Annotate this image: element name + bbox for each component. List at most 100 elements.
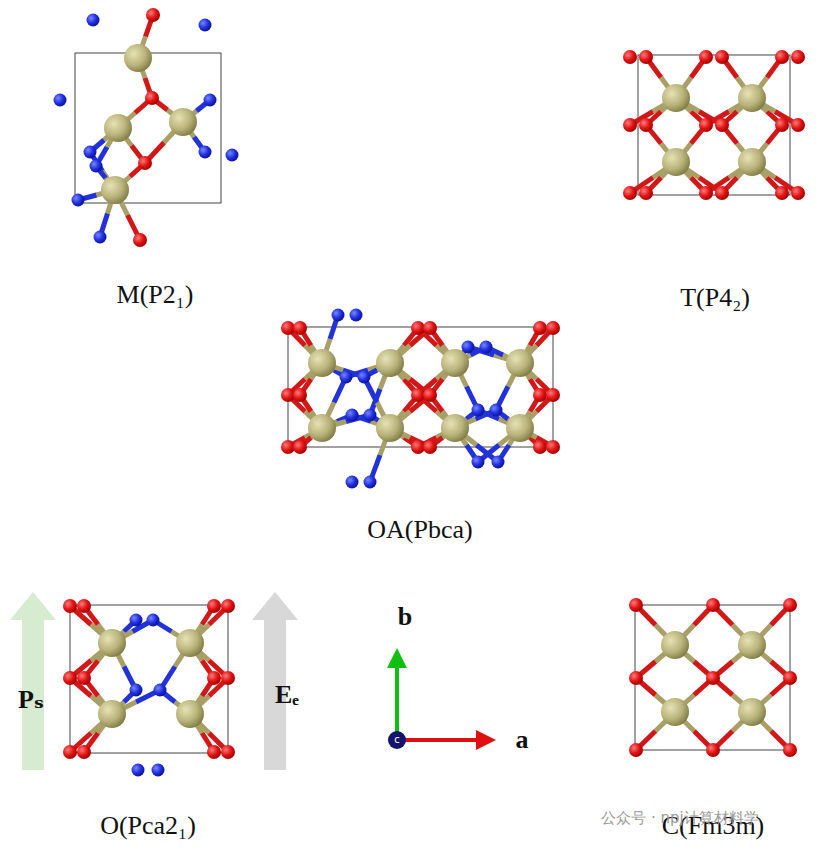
atom — [480, 341, 493, 354]
phase-label: T(P4₂) — [680, 285, 750, 311]
atom — [101, 176, 129, 204]
atom — [629, 598, 643, 612]
atom — [423, 388, 437, 402]
atom — [661, 698, 689, 726]
atom — [308, 349, 336, 377]
atom — [98, 700, 126, 728]
field-arrow — [252, 592, 298, 770]
atom — [176, 629, 204, 657]
atom — [154, 684, 167, 697]
atom — [147, 614, 160, 627]
atom — [775, 50, 789, 64]
unit-cell — [288, 327, 553, 447]
atom — [199, 146, 212, 159]
atom — [738, 148, 766, 176]
atom — [738, 631, 766, 659]
atom — [293, 321, 307, 335]
atom — [207, 599, 221, 613]
atom — [546, 321, 560, 335]
atom — [715, 50, 729, 64]
atom — [791, 186, 805, 200]
atom — [441, 349, 469, 377]
atom — [376, 349, 404, 377]
atom — [506, 349, 534, 377]
atom — [90, 160, 103, 173]
atom — [775, 118, 789, 132]
atom — [629, 671, 643, 685]
atom — [423, 321, 437, 335]
atom — [472, 404, 485, 417]
atom — [346, 476, 359, 489]
atom — [662, 148, 690, 176]
atom — [376, 414, 404, 442]
atom — [152, 764, 165, 777]
atom — [623, 186, 637, 200]
atom — [340, 371, 353, 384]
atom — [364, 409, 377, 422]
atom — [783, 598, 797, 612]
atom — [72, 194, 85, 207]
c-axis — [388, 731, 406, 749]
atom — [63, 745, 77, 759]
atom — [533, 440, 547, 454]
atom — [639, 186, 653, 200]
atom — [791, 50, 805, 64]
polarization-arrow — [10, 592, 56, 770]
atom — [411, 388, 425, 402]
atom — [104, 114, 132, 142]
atom — [281, 440, 295, 454]
atom — [54, 94, 67, 107]
atom — [783, 671, 797, 685]
phase-label: M(P2₁) — [117, 282, 194, 308]
atom — [199, 19, 212, 32]
watermark: 公众号 · npj计算材料学 — [601, 811, 759, 826]
atom — [145, 91, 159, 105]
axis-label: c — [394, 735, 400, 745]
unit-cell — [70, 605, 228, 753]
atom — [462, 341, 475, 354]
atom — [775, 186, 789, 200]
atom — [639, 118, 653, 132]
atom — [411, 440, 425, 454]
atom — [146, 8, 160, 22]
atom — [423, 440, 437, 454]
atom — [308, 414, 336, 442]
atom — [791, 118, 805, 132]
atom — [84, 146, 97, 159]
axis-label: a — [516, 727, 529, 753]
atom — [124, 44, 152, 72]
atom — [629, 743, 643, 757]
atom — [699, 50, 713, 64]
axis-label: b — [398, 604, 412, 630]
atom — [706, 671, 720, 685]
atom — [77, 745, 91, 759]
atom — [130, 614, 143, 627]
atom — [661, 631, 689, 659]
atom — [346, 409, 359, 422]
atom — [281, 321, 295, 335]
atom — [699, 186, 713, 200]
atom — [706, 743, 720, 757]
atom — [281, 388, 295, 402]
atom — [176, 700, 204, 728]
atom — [94, 231, 107, 244]
phase-label: O(Pca2₁) — [100, 813, 196, 839]
atom — [133, 233, 147, 247]
atom — [226, 149, 239, 162]
unit-cell — [635, 605, 790, 750]
atom — [207, 745, 221, 759]
atom — [546, 388, 560, 402]
atom — [441, 414, 469, 442]
atom — [490, 404, 503, 417]
atom — [293, 388, 307, 402]
field-label: Eₑ — [275, 682, 299, 708]
atom — [358, 371, 371, 384]
atom — [699, 118, 713, 132]
unit-cell — [638, 55, 790, 195]
atom — [662, 84, 690, 112]
atom — [169, 108, 197, 136]
atom — [623, 118, 637, 132]
polarization-label: Pₛ — [18, 687, 44, 713]
